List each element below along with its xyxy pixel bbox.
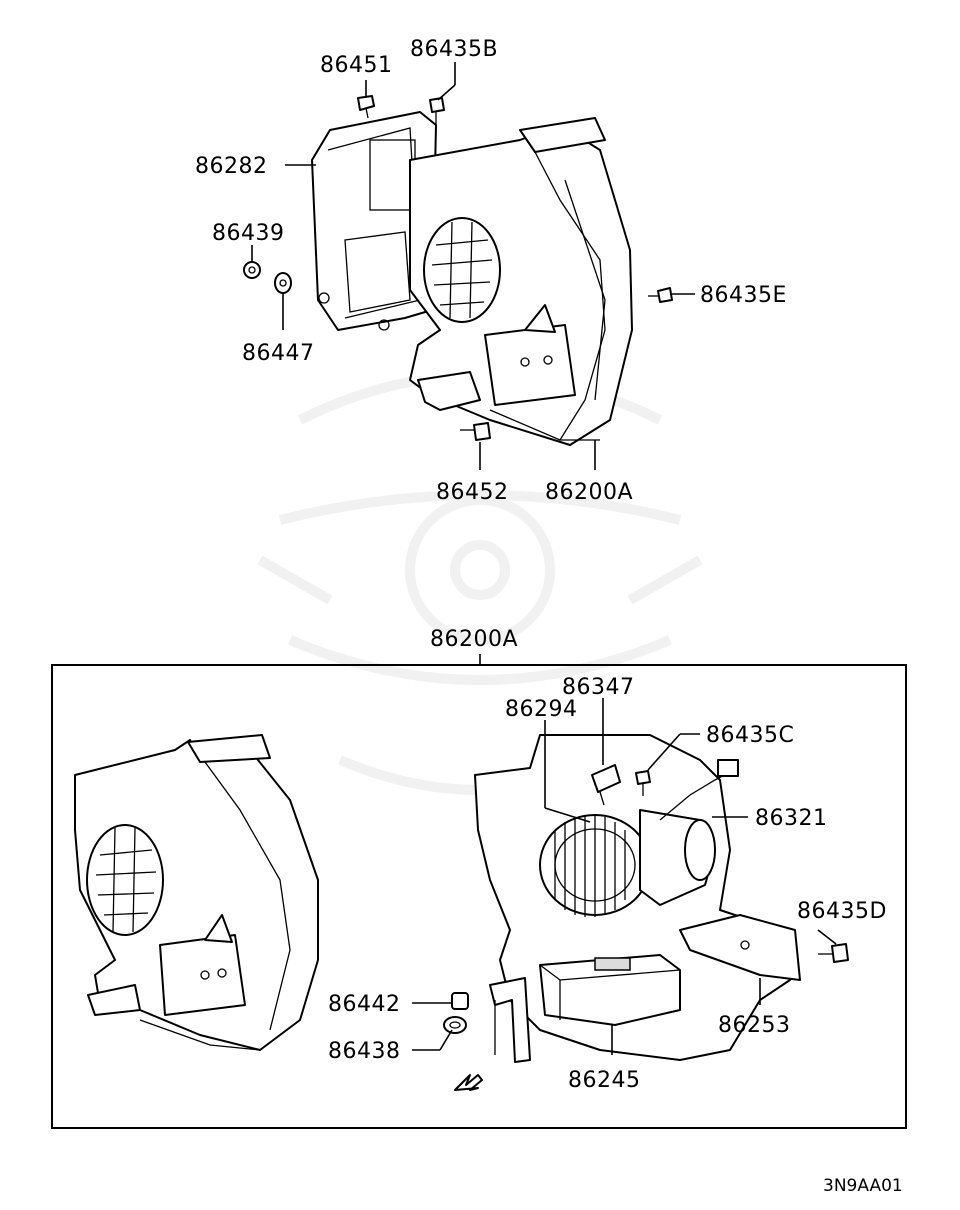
label-86245: 86245 <box>568 1068 641 1093</box>
label-86447: 86447 <box>242 341 315 366</box>
label-86253: 86253 <box>718 1013 791 1038</box>
collar-86442 <box>451 992 469 1010</box>
label-86294: 86294 <box>505 697 578 722</box>
screw-86451 <box>357 95 375 119</box>
airflow-arrow-icon <box>454 1074 483 1091</box>
case-86245 <box>539 954 681 1026</box>
blower-housing-upper <box>409 117 633 446</box>
label-86435D: 86435D <box>797 899 887 924</box>
label-86435C: 86435C <box>706 723 794 748</box>
screw-86435E <box>648 287 673 303</box>
pipe-bracket <box>489 977 531 1063</box>
blower-fan-86294 <box>539 814 651 917</box>
label-86452: 86452 <box>436 480 509 505</box>
nut-86439 <box>243 261 261 279</box>
label-86439: 86439 <box>212 221 285 246</box>
label-86200A-upper: 86200A <box>545 480 633 505</box>
label-86435E: 86435E <box>700 283 787 308</box>
label-86451: 86451 <box>320 53 393 78</box>
screw-86435B <box>429 97 445 125</box>
screw-86435D <box>818 943 849 963</box>
label-86321: 86321 <box>755 806 828 831</box>
resistor-86347 <box>591 764 621 806</box>
blower-motor-86321 <box>639 759 739 906</box>
box-title-86200A: 86200A <box>430 627 518 652</box>
label-86282: 86282 <box>195 154 268 179</box>
lower-assembly-box: 86200A <box>51 627 907 1129</box>
clip-86438 <box>443 1016 467 1034</box>
washer-86447 <box>274 272 292 294</box>
screw-86452 <box>460 422 491 441</box>
label-86438: 86438 <box>328 1039 401 1064</box>
screw-86435C <box>635 770 651 796</box>
label-86347: 86347 <box>562 675 635 700</box>
diagram-code: 3N9AA01 <box>823 1176 903 1196</box>
upper-assembly: 86451 86435B 86282 86439 86447 86435E 86… <box>195 37 787 505</box>
bracket-86253 <box>679 914 801 981</box>
blower-housing-assembled <box>74 734 319 1051</box>
label-86435B: 86435B <box>410 37 498 62</box>
label-86442: 86442 <box>328 992 401 1017</box>
